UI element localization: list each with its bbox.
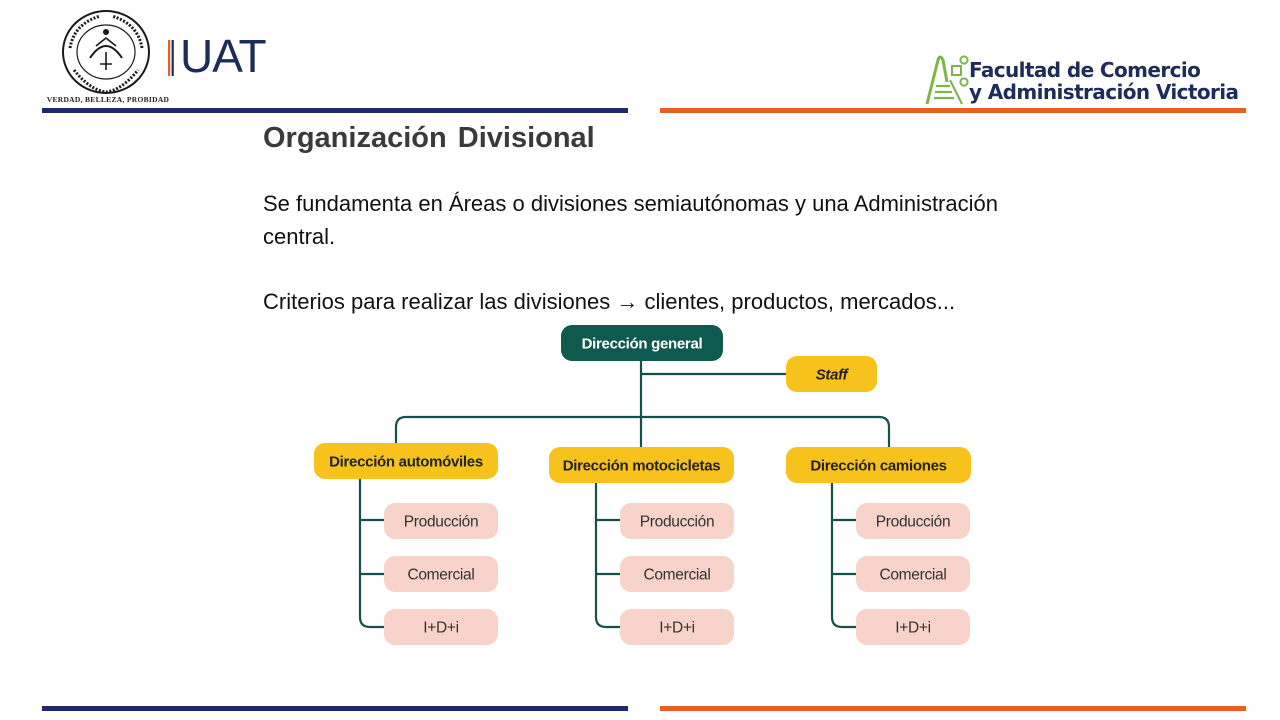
division-automoviles-label: Dirección automóviles [329, 454, 483, 471]
header-rule-orange [660, 108, 1246, 113]
footer-rule-orange [660, 706, 1246, 711]
org-chart-connectors [358, 360, 891, 629]
unit-idi-label: I+D+i [659, 620, 695, 637]
unit-produccion-box [856, 503, 970, 539]
faculty-logo-icon [925, 55, 969, 105]
node-direccion-general-label: Dirección general [582, 336, 703, 353]
footer-rule-navy [42, 706, 628, 711]
node-direccion-general: Dirección general [561, 325, 723, 361]
faculty-name-line1: Facultad de Comercio [969, 58, 1201, 82]
unit-comercial-box [620, 556, 734, 592]
division-camiones-label: Dirección camiones [810, 458, 946, 475]
unit-comercial-box [384, 556, 498, 592]
node-staff-label: Staff [816, 367, 850, 384]
unit-comercial-label: Comercial [879, 567, 946, 584]
unit-produccion-label: Producción [640, 514, 715, 531]
uat-seal-logo [62, 10, 150, 94]
unit-produccion-box [384, 503, 498, 539]
division-camiones-box [786, 447, 971, 483]
unit-idi-box [620, 609, 734, 645]
slide-paragraph-definition: Se fundamenta en Áreas o divisiones semi… [263, 191, 998, 249]
unit-produccion-label: Producción [876, 514, 951, 531]
unit-comercial-label: Comercial [407, 567, 474, 584]
slide-paragraph-criteria: Criterios para realizar las divisiones →… [263, 289, 956, 314]
division-motocicletas-label: Dirección motocicletas [563, 458, 721, 475]
unit-comercial-box [856, 556, 970, 592]
slide-title: Organización Divisional [263, 122, 595, 154]
division-automoviles-box [314, 443, 498, 479]
unit-produccion-box [620, 503, 734, 539]
division-automoviles: Dirección automóviles Producción Comerci… [314, 443, 498, 645]
unit-comercial-label: Comercial [643, 567, 710, 584]
uat-color-bars-icon [168, 40, 174, 76]
division-camiones: Dirección camiones Producción Comercial … [786, 447, 971, 645]
node-staff: Staff [786, 356, 877, 392]
faculty-name-line2: y Administración Victoria [969, 80, 1239, 104]
division-motocicletas-box [549, 447, 734, 483]
unit-produccion-label: Producción [404, 514, 479, 531]
unit-idi-label: I+D+i [895, 620, 931, 637]
uat-logo-text: UAT [180, 30, 267, 82]
node-staff-box [786, 356, 877, 392]
seal-motto: VERDAD, BELLEZA, PROBIDAD [46, 95, 170, 104]
unit-idi-box [384, 609, 498, 645]
unit-idi-box [856, 609, 970, 645]
header-rule-navy [42, 108, 628, 113]
unit-idi-label: I+D+i [423, 620, 459, 637]
node-direccion-general-box [561, 325, 723, 361]
division-motocicletas: Dirección motocicletas Producción Comerc… [549, 447, 734, 645]
